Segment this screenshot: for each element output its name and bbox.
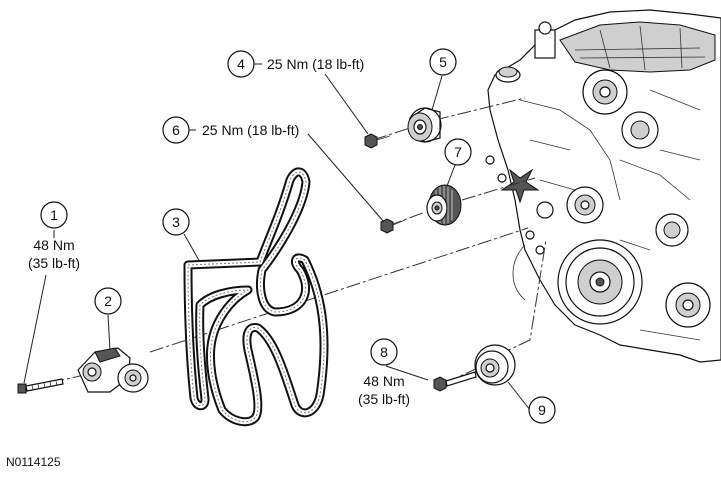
callout-5: 5	[429, 48, 457, 76]
upper-idler-bolt	[364, 133, 391, 149]
callout-7: 7	[444, 138, 472, 166]
torque-spec-nm: 48 Nm	[363, 373, 404, 389]
callout-1: 1 48 Nm (35 lb-ft)	[28, 201, 80, 271]
callout-number: 4	[237, 56, 245, 72]
figure-id: N0114125	[6, 455, 61, 469]
callout-number: 7	[454, 144, 462, 160]
lower-pulley-bolt	[433, 371, 477, 392]
serpentine-belt	[183, 167, 329, 427]
callout-number: 1	[50, 207, 58, 223]
callout-number: 3	[172, 214, 180, 230]
callout-8: 8 48 Nm (35 lb-ft)	[358, 338, 410, 407]
torque-spec-lbft: (35 lb-ft)	[358, 391, 410, 407]
callout-4: 4 25 Nm (18 lb-ft)	[227, 50, 364, 78]
alignment-lines	[27, 97, 547, 389]
torque-spec: 25 Nm (18 lb-ft)	[267, 56, 364, 72]
leader-lines	[23, 63, 531, 411]
callout-3: 3	[162, 208, 190, 236]
callout-9: 9	[528, 396, 556, 424]
callout-number: 5	[439, 54, 447, 70]
callout-number: 6	[172, 122, 180, 138]
tensioner-bolt	[17, 378, 64, 394]
torque-spec: 25 Nm (18 lb-ft)	[202, 122, 299, 138]
callout-6: 6 25 Nm (18 lb-ft)	[162, 116, 299, 144]
lower-idler-pulley	[474, 344, 516, 386]
torque-spec-lbft: (35 lb-ft)	[28, 255, 80, 271]
lower-idler-bolt	[380, 218, 406, 234]
callout-number: 2	[104, 293, 112, 309]
callout-2: 2	[94, 287, 122, 315]
belt-tensioner	[77, 347, 149, 393]
engine-illustration	[485, 9, 721, 363]
callout-number: 8	[380, 344, 388, 360]
upper-idler-pulley	[407, 107, 442, 143]
grooved-idler-pulley	[426, 184, 462, 226]
callout-number: 9	[538, 402, 546, 418]
torque-spec-nm: 48 Nm	[33, 237, 74, 253]
